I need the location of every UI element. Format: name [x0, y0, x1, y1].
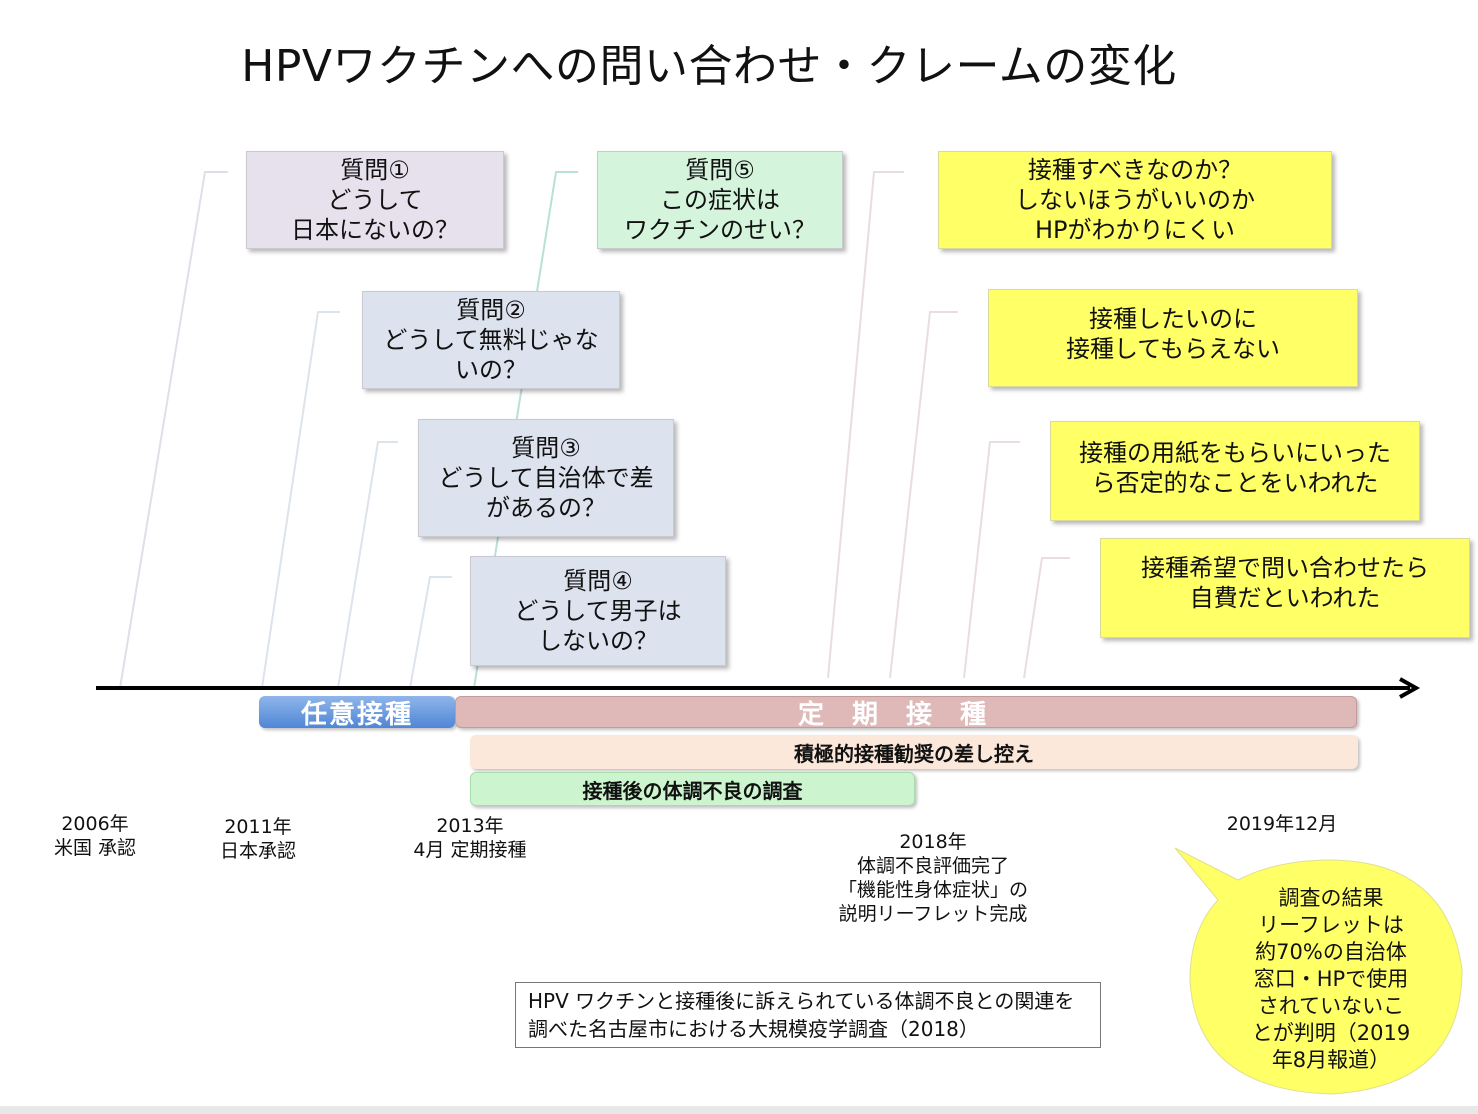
year-label-2013: 2013年 4月 定期接種 — [400, 814, 540, 862]
bottom-strip — [0, 1106, 1478, 1114]
question-box-4: 質問④ どうして男子は しないの？ — [470, 556, 726, 666]
year-2006-line-2: 米国 承認 — [53, 837, 137, 859]
year-2013-line-1: 2013年 — [436, 815, 504, 837]
year-2018-line-3: 「機能性身体症状」の — [837, 879, 1028, 901]
leader-line-q3 — [337, 441, 398, 689]
year-label-2018: 2018年 体調不良評価完了 「機能性身体症状」の 説明リーフレット完成 — [818, 830, 1048, 926]
speech-bubble-text: 調査の結果 リーフレットは 約70%の自治体 窓口・HPで使用 されていないこ … — [1226, 885, 1436, 1074]
question-4-line-3: しないの？ — [538, 627, 658, 655]
question-box-3: 質問③ どうして自治体で差 があるの？ — [418, 419, 674, 537]
recommendation-suspension-bar: 積極的接種勧奨の差し控え — [470, 735, 1358, 769]
leader-line-q1 — [119, 171, 228, 689]
bubble-line-6: とが判明（2019 — [1251, 1021, 1411, 1045]
complaint-1-line-1: 接種すべきなのか？ — [1027, 156, 1243, 184]
speech-bubble — [1174, 847, 1463, 1095]
year-2006-line-1: 2006年 — [61, 813, 129, 835]
year-2019-line-1: 2019年12月 — [1226, 813, 1338, 835]
bubble-line-2: リーフレットは — [1258, 913, 1404, 937]
voluntary-vaccination-label: 任意接種 — [300, 699, 413, 730]
complaint-1-line-3: HPがわかりにくい — [1034, 216, 1236, 244]
complaint-2-line-1: 接種したいのに — [1089, 305, 1257, 333]
leader-line-c2 — [889, 311, 958, 679]
study-reference-box: HPV ワクチンと接種後に訴えられている体調不良との関連を調べた名古屋市における… — [515, 982, 1101, 1048]
year-2018-line-4: 説明リーフレット完成 — [838, 903, 1028, 925]
bubble-line-5: されていないこ — [1257, 994, 1405, 1018]
complaint-3-line-1: 接種の用紙をもらいにいった — [1079, 439, 1391, 467]
leader-line-c1 — [827, 171, 904, 679]
complaint-box-4: 接種希望で問い合わせたら 自費だといわれた — [1100, 538, 1470, 638]
complaint-box-3: 接種の用紙をもらいにいった ら否定的なことをいわれた — [1050, 421, 1420, 521]
year-2018-line-2: 体調不良評価完了 — [856, 855, 1009, 877]
routine-vaccination-label: 定期接種 — [797, 699, 1014, 730]
timeline-arrowhead — [1399, 677, 1421, 699]
question-5-line-2: この症状は — [660, 186, 780, 214]
question-3-line-2: どうして自治体で差 — [438, 464, 654, 492]
complaint-1-line-2: しないほうがいいのか — [1015, 186, 1255, 214]
question-4-line-1: 質問④ — [563, 567, 633, 595]
year-2013-line-2: 4月 定期接種 — [413, 839, 527, 861]
question-3-line-3: があるの？ — [486, 494, 606, 522]
year-2018-line-1: 2018年 — [899, 831, 967, 853]
leader-line-q4 — [409, 576, 452, 689]
year-2011-line-1: 2011年 — [224, 816, 292, 838]
year-2011-line-2: 日本承認 — [219, 840, 296, 862]
year-label-2011: 2011年 日本承認 — [200, 815, 316, 863]
question-3-line-1: 質問③ — [511, 434, 581, 462]
page-title: HPVワクチンへの問い合わせ・クレームの変化 — [241, 41, 1177, 92]
question-2-line-1: 質問② — [456, 296, 526, 324]
question-1-line-1: 質問① — [340, 156, 410, 184]
bubble-line-4: 窓口・HPで使用 — [1253, 967, 1409, 991]
leader-line-c3 — [963, 441, 1020, 679]
bubble-line-7: 年8月報道） — [1271, 1048, 1391, 1072]
question-box-1: 質問① どうして 日本にないの？ — [246, 151, 504, 249]
complaint-2-line-2: 接種してもらえない — [1065, 335, 1281, 363]
year-label-2006: 2006年 米国 承認 — [40, 812, 150, 860]
recommendation-suspension-label: 積極的接種勧奨の差し控え — [794, 741, 1034, 766]
question-1-line-2: どうして — [327, 186, 423, 214]
complaint-4-line-1: 接種希望で問い合わせたら — [1141, 554, 1429, 582]
complaint-4-line-2: 自費だといわれた — [1189, 584, 1381, 612]
leader-line-q2 — [261, 311, 340, 689]
complaint-box-2: 接種したいのに 接種してもらえない — [988, 289, 1358, 387]
complaint-3-line-2: ら否定的なことをいわれた — [1091, 469, 1379, 497]
routine-vaccination-bar: 定期接種 — [455, 696, 1357, 730]
bubble-line-1: 調査の結果 — [1278, 886, 1384, 910]
adverse-event-survey-bar: 接種後の体調不良の調査 — [470, 772, 915, 806]
adverse-event-survey-label: 接種後の体調不良の調査 — [582, 778, 803, 803]
question-1-line-3: 日本にないの？ — [291, 216, 459, 244]
question-2-line-3: いの？ — [455, 356, 527, 384]
question-2-line-2: どうして無料じゃな — [383, 326, 599, 354]
voluntary-vaccination-bar: 任意接種 — [259, 696, 455, 730]
question-box-2: 質問② どうして無料じゃな いの？ — [362, 291, 620, 389]
leader-line-c4 — [1023, 557, 1070, 679]
year-label-2019: 2019年12月 — [1212, 812, 1352, 836]
complaint-box-1: 接種すべきなのか？ しないほうがいいのか HPがわかりにくい — [938, 151, 1332, 249]
question-4-line-2: どうして男子は — [514, 597, 682, 625]
question-5-line-3: ワクチンのせい？ — [624, 216, 816, 244]
question-box-5: 質問⑤ この症状は ワクチンのせい？ — [597, 151, 843, 249]
question-5-line-1: 質問⑤ — [685, 156, 755, 184]
bubble-line-3: 約70%の自治体 — [1255, 940, 1407, 964]
